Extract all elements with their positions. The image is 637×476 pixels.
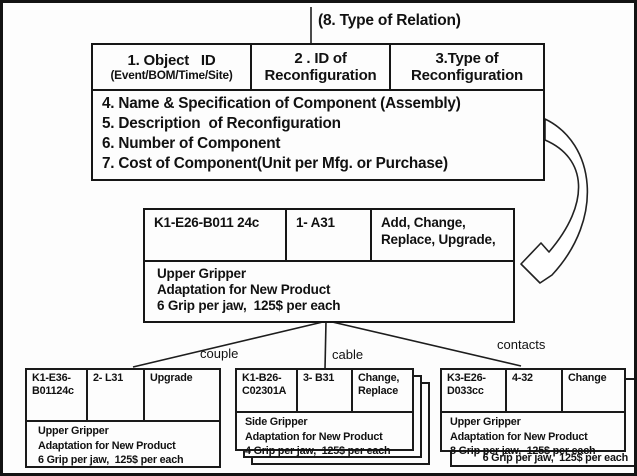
schema-col-label: 3.Type of bbox=[435, 49, 499, 67]
parent-record-description: Upper Gripper Adaptation for New Product… bbox=[145, 262, 513, 321]
schema-col-reconfig-id: 2 . ID of Reconfiguration bbox=[252, 45, 391, 89]
child-record-contacts: K3-E26-D033cc 4-32 Change Upper Gripper … bbox=[440, 368, 626, 457]
description-line: Adaptation for New Product bbox=[157, 282, 331, 297]
child-reconfig-type: Upgrade bbox=[150, 372, 193, 384]
description-line: Adaptation for New Product bbox=[245, 430, 383, 443]
schema-field: 5. Description of Reconfiguration bbox=[102, 115, 341, 132]
child-record-description: Upper Gripper Adaptation for New Product… bbox=[27, 422, 219, 470]
description-line: 6 Grip per jaw, 125$ per each bbox=[157, 298, 341, 313]
schema-header-row: 1. Object ID (Event/BOM/Time/Site) 2 . I… bbox=[93, 45, 543, 91]
parent-reconfig-id: 1- A31 bbox=[287, 210, 372, 260]
schema-field-list: 4. Name & Specification of Component (As… bbox=[93, 91, 543, 179]
parent-record-box: K1-E26-B011 24c 1- A31 Add, Change, Repl… bbox=[143, 208, 515, 323]
schema-field: 4. Name & Specification of Component (As… bbox=[102, 95, 461, 112]
parent-reconfig-type: Add, Change, Replace, Upgrade, bbox=[381, 215, 496, 247]
branch-line-cable bbox=[324, 320, 327, 370]
parent-record-header: K1-E26-B011 24c 1- A31 Add, Change, Repl… bbox=[145, 210, 513, 262]
child-reconfig-id: 2- L31 bbox=[88, 370, 145, 420]
schema-col-sublabel: Reconfiguration bbox=[264, 67, 377, 84]
description-line: Upper Gripper bbox=[38, 425, 109, 437]
branch-label-contacts: contacts bbox=[497, 337, 546, 352]
child-object-id: K1-B26-C02301A bbox=[237, 370, 298, 411]
schema-table: 1. Object ID (Event/BOM/Time/Site) 2 . I… bbox=[91, 43, 545, 181]
schema-col-label: 1. Object ID bbox=[127, 51, 216, 69]
child-record-header: K1-E36-B01124c 2- L31 Upgrade bbox=[27, 370, 219, 422]
child-record-couple: K1-E36-B01124c 2- L31 Upgrade Upper Grip… bbox=[25, 368, 221, 468]
schema-col-sublabel: (Event/BOM/Time/Site) bbox=[110, 67, 233, 82]
child-object-id: K3-E26-D033cc bbox=[442, 370, 507, 411]
child-object-id: K1-E36-B01124c bbox=[27, 370, 88, 420]
description-line: Upper Gripper bbox=[450, 416, 521, 428]
description-line: Adaptation for New Product bbox=[38, 439, 176, 452]
schema-col-object-id: 1. Object ID (Event/BOM/Time/Site) bbox=[93, 45, 252, 89]
child-reconfig-id: 4-32 bbox=[507, 370, 563, 411]
schema-col-label: 2 . ID of bbox=[294, 49, 347, 67]
diagram-title: (8. Type of Relation) bbox=[318, 12, 461, 29]
child-reconfig-type: Change, Replace bbox=[358, 372, 400, 398]
description-line: Adaptation for New Product bbox=[450, 430, 588, 443]
schema-field: 6. Number of Component bbox=[102, 135, 281, 152]
description-line: 6 Grip per jaw, 125$ per each bbox=[38, 454, 184, 467]
child-record-description: Side Gripper Adaptation for New Product … bbox=[237, 413, 412, 461]
schema-col-sublabel: Reconfiguration bbox=[411, 67, 523, 84]
parent-object-id: K1-E26-B011 24c bbox=[145, 210, 287, 260]
child-reconfig-type: Change bbox=[568, 372, 607, 384]
description-line: 4 Grip per jaw, 125$ per each bbox=[245, 445, 391, 458]
description-line: Upper Gripper bbox=[157, 266, 246, 281]
stacked-card-visible-line: 6 Grip per jaw, 125$ per each bbox=[482, 452, 629, 464]
description-line: Side Gripper bbox=[245, 416, 308, 428]
schema-col-reconfig-type: 3.Type of Reconfiguration bbox=[391, 45, 543, 89]
schema-field: 7. Cost of Component(Unit per Mfg. or Pu… bbox=[102, 155, 448, 172]
description-line: 8 Grip per jaw, 125$ per each bbox=[450, 445, 596, 458]
child-record-cable: K1-B26-C02301A 3- B31 Change, Replace Si… bbox=[235, 368, 414, 457]
child-record-header: K3-E26-D033cc 4-32 Change bbox=[442, 370, 624, 413]
child-record-description: Upper Gripper Adaptation for New Product… bbox=[442, 413, 624, 461]
child-record-header: K1-B26-C02301A 3- B31 Change, Replace bbox=[237, 370, 412, 413]
branch-label-cable: cable bbox=[332, 347, 364, 362]
child-reconfig-id: 3- B31 bbox=[298, 370, 353, 411]
branch-label-couple: couple bbox=[200, 346, 239, 361]
